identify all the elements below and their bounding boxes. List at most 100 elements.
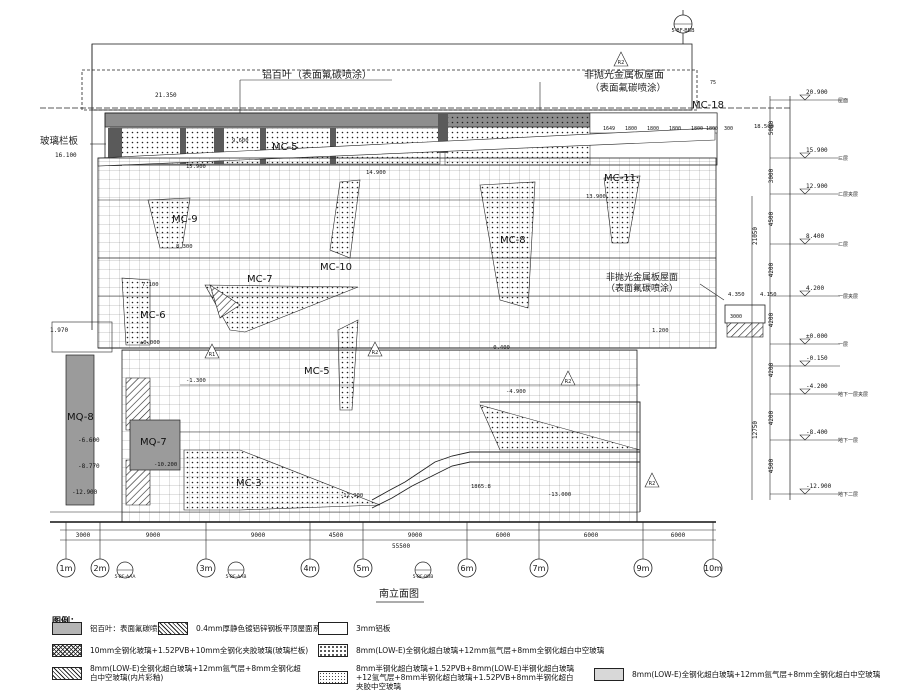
metal-roof-callout-2: 非抛光金属板屋面 [606,271,678,283]
panel-tag: MC-3 [236,478,262,489]
elevation-label: -12.900 [340,493,363,499]
drawing-title: 南立面图 [379,587,419,600]
panel-tag: MC-11 [604,173,636,184]
panel-tag: MC-9 [172,214,198,225]
section-ref-label: 5-BF-AAB [226,574,247,580]
axis-label: 4m [304,564,317,573]
grid-axis-10m: 10m [703,522,723,578]
level-name: 屋面 [838,98,848,104]
axis-label: 1m [60,564,73,573]
elevation-label: 4.150 [760,292,777,298]
elevation-label: 1.970 [50,327,68,334]
elevation-label: -10.200 [154,462,177,468]
legend-label: 铝百叶：表面氟碳喷涂 [90,624,165,633]
grid-axis-3m: 3m [196,522,216,578]
ground-line [50,511,716,523]
level-name: 一层 [838,342,848,348]
level-name: 地下一层 [838,437,858,444]
elevation-label: -0.400 [490,345,510,351]
bay-dim: 3000 [76,532,91,539]
stair-outline [371,401,641,512]
axis-label: 10m [704,564,722,573]
level-value: -4.200 [806,383,828,390]
panel-tag: MC-6 [140,310,166,321]
level-value: -0.150 [806,355,828,362]
level-name: 三层 [838,156,848,162]
legend-item: 8mm(LOW-E)全钢化超白玻璃+12mm氩气层+8mm全钢化超白中空玻璃 [318,644,604,657]
detail-tag: R2 [367,341,383,357]
elevation-label: 15.900 [186,164,206,170]
level-value: 8.400 [806,233,824,240]
axis-label: 7m [533,564,546,573]
dim-label: 1800 [625,126,637,132]
level-value: 12.900 [806,183,828,190]
section-ref-1: 5-BF-AAA [114,561,136,580]
annotations: 铝百叶（表面氟碳喷涂） 非抛光金属板屋面 （表面氟碳喷涂） 玻璃栏板 非抛光金属… [40,68,725,301]
legend-label: 8mm半钢化超白玻璃+1.52PVB+8mm(LOW-E)半钢化超白玻璃+12氩… [356,664,575,691]
story-total: 12750 [752,421,759,439]
panel-tags: MC-18 MC-5 MC-9 MC-7 MC-10 MC-6 MC-5 MC-… [67,100,724,489]
level-value: -12.900 [806,483,832,490]
panel-tag: MQ-8 [67,412,94,423]
legend-swatch [594,668,624,681]
grid-axis-1m: 1m [56,522,76,578]
section-references: 5-BF-AAA 5-BF-AAB 5-BF-BBB [114,561,434,580]
bay-dim: 6000 [496,532,511,539]
legend-swatch [318,671,348,684]
detail-tag: R2 [644,472,660,488]
grid-axes: 1m 2m 3m 4m 5m 6m 7m 9m 10m [56,522,723,578]
elevation-label: 14.900 [366,170,386,176]
level-name: 二层 [838,242,848,248]
grid-axis-4m: 4m [300,522,320,578]
elevation-label: ±0.000 [140,340,160,346]
legend-label: 8mm(LOW-E)全钢化超白玻璃+12mm氩气层+8mm全钢化超白中空玻璃 [356,646,605,655]
detail-tag: R2 [613,51,629,67]
elevation-label: -1.300 [186,378,206,384]
legend-swatch [52,644,82,657]
story-dim: 5000 [768,120,775,135]
elevation-label: -12.900 [72,489,98,496]
elevation-label: -8.770 [78,463,100,470]
panel-tag: MC-7 [247,274,273,285]
elevation-label: 8.300 [176,244,193,250]
louver-callout: 铝百叶（表面氟碳喷涂） [262,68,372,81]
patterned-glass-panels [121,175,641,511]
axis-label: 5m [357,564,370,573]
story-dim: 4200 [768,362,775,377]
legend-item: 8mm(LOW-E)全钢化超白玻璃+12mm氩气层+8mm全钢化超白中空玻璃 [594,668,894,681]
legend-item: 0.4mm厚静色镀铝锌钢板平顶屋面系统 [158,622,328,635]
grid-axis-9m: 9m [633,522,653,578]
legend-label: 10mm全钢化玻璃+1.52PVB+10mm全钢化夹胶玻璃(玻璃栏板) [90,646,309,655]
bay-dim: 9000 [251,532,266,539]
grid-axis-2m: 2m [90,522,110,578]
legend-label: 8mm(LOW-E)全钢化超白玻璃+12mm氩气层+8mm全钢化超白中空玻璃(内… [90,664,301,682]
elevation-label: 21.350 [155,92,177,99]
axis-label: 6m [461,564,474,573]
level-value: 15.900 [806,147,828,154]
svg-text:R2: R2 [565,379,572,385]
story-total: 21050 [752,227,759,245]
section-ref-label: 5-BF-BBB [413,574,434,580]
level-name: 一层夹层 [838,293,858,300]
elevation-label: 13.900 [586,194,606,200]
panel-tag: MC-5 [304,366,330,377]
story-dim: 4500 [768,458,775,473]
section-ref-label: 5-BF-AAA [114,574,136,580]
detail-tags: R2 R1 R2 R2 R2 [204,51,660,488]
top-band-dims: 75 300 3000 1649 1800 1800 1800 1800 180… [603,80,742,320]
top-section-reference: 5-BF-BBB [671,10,695,44]
svg-text:R2: R2 [618,60,625,66]
metal-roof-callout-2-sub: （表面氟碳喷涂） [606,282,678,294]
bay-dim: 9000 [408,532,423,539]
metal-roof-callout-sub: （表面氟碳喷涂） [590,82,666,94]
top-ref-label: 5-BF-BBB [671,28,695,34]
legend-label: 3mm铝板 [356,624,391,633]
legend-item: 铝百叶：表面氟碳喷涂 [52,622,165,635]
